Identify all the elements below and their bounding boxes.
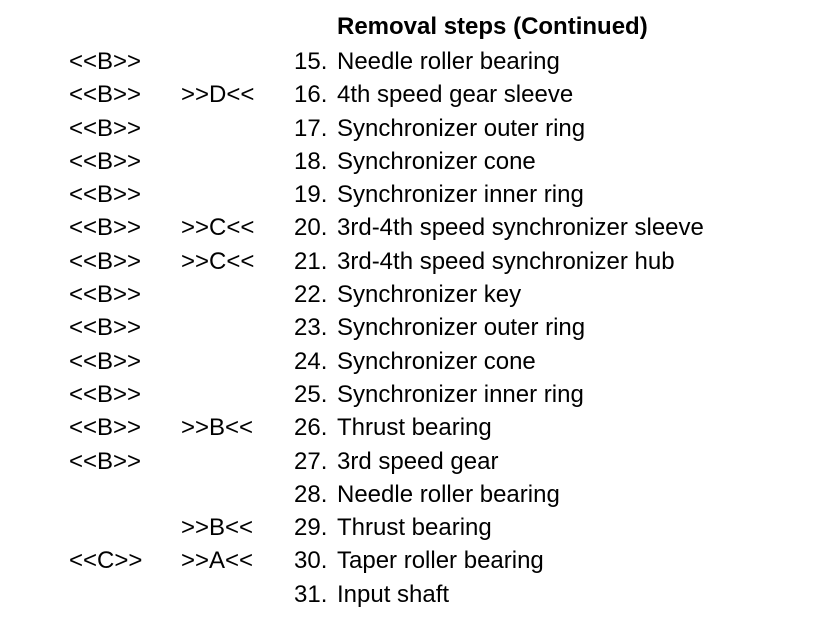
- step-number: 26.: [294, 414, 328, 442]
- step-mark-service: <<B>>: [69, 147, 142, 175]
- step-text: Synchronizer key: [337, 281, 522, 309]
- step-mark-install: >>A<<: [181, 547, 254, 575]
- step-mark-service: <<B>>: [69, 181, 142, 209]
- step-text: Input shaft: [337, 580, 450, 608]
- step-number: 22.: [294, 281, 328, 309]
- step-number: 28.: [294, 480, 328, 508]
- step-number: 24.: [294, 347, 328, 375]
- step-number: 21.: [294, 247, 328, 275]
- step-number: 27.: [294, 447, 328, 475]
- step-number: 31.: [294, 580, 328, 608]
- step-mark-install: >>D<<: [181, 81, 255, 109]
- list-item: <<B>> 27. 3rd speed gear: [0, 445, 816, 478]
- step-mark-service: <<B>>: [69, 314, 142, 342]
- page-title: Removal steps (Continued): [337, 13, 648, 40]
- step-text: Needle roller bearing: [337, 480, 560, 508]
- step-text: 3rd speed gear: [337, 447, 499, 475]
- step-mark-service: <<C>>: [69, 547, 143, 575]
- step-number: 18.: [294, 147, 328, 175]
- step-mark-service: <<B>>: [69, 247, 142, 275]
- step-mark-service: <<B>>: [69, 81, 142, 109]
- step-mark-service: <<B>>: [69, 281, 142, 309]
- list-item: 31. Input shaft: [0, 578, 816, 611]
- step-mark-install: >>C<<: [181, 247, 255, 275]
- step-number: 25.: [294, 380, 328, 408]
- step-mark-service: <<B>>: [69, 447, 142, 475]
- step-text: 3rd-4th speed synchronizer hub: [337, 247, 675, 275]
- step-number: 29.: [294, 514, 328, 542]
- step-text: Synchronizer inner ring: [337, 380, 584, 408]
- step-text: Synchronizer inner ring: [337, 181, 584, 209]
- step-number: 17.: [294, 114, 328, 142]
- steps-list: <<B>> 15. Needle roller bearing <<B>> >>D<< 1…: [0, 45, 816, 611]
- step-mark-service: <<B>>: [69, 48, 142, 75]
- step-text: Needle roller bearing: [337, 48, 560, 75]
- step-number: 30.: [294, 547, 328, 575]
- step-mark-install: >>B<<: [181, 514, 254, 542]
- step-mark-service: <<B>>: [69, 347, 142, 375]
- step-number: 23.: [294, 314, 328, 342]
- step-number: 20.: [294, 214, 328, 242]
- step-number: 15.: [294, 48, 328, 75]
- list-item: <<C>> >>A<< 30. Taper roller bearing: [0, 544, 816, 577]
- list-item: <<B>> 15. Needle roller bearing: [0, 45, 816, 78]
- list-item: <<B>> 22. Synchronizer key: [0, 278, 816, 311]
- step-text: 4th speed gear sleeve: [337, 81, 574, 109]
- list-item: <<B>> >>B<< 26. Thrust bearing: [0, 411, 816, 444]
- list-item: <<B>> 24. Synchronizer cone: [0, 345, 816, 378]
- step-number: 19.: [294, 181, 328, 209]
- list-item: >>B<< 29. Thrust bearing: [0, 511, 816, 544]
- step-number: 16.: [294, 81, 328, 109]
- step-mark-install: >>C<<: [181, 214, 255, 242]
- list-item: <<B>> 23. Synchronizer outer ring: [0, 311, 816, 344]
- step-mark-service: <<B>>: [69, 380, 142, 408]
- step-text: Synchronizer cone: [337, 147, 536, 175]
- step-text: 3rd-4th speed synchronizer sleeve: [337, 214, 704, 242]
- step-text: Thrust bearing: [337, 414, 492, 442]
- list-item: <<B>> 25. Synchronizer inner ring: [0, 378, 816, 411]
- list-item: <<B>> 17. Synchronizer outer ring: [0, 112, 816, 145]
- list-item: <<B>> 19. Synchronizer inner ring: [0, 178, 816, 211]
- step-text: Synchronizer outer ring: [337, 314, 586, 342]
- list-item: <<B>> 18. Synchronizer cone: [0, 145, 816, 178]
- step-mark-service: <<B>>: [69, 214, 142, 242]
- step-text: Thrust bearing: [337, 514, 492, 542]
- step-text: Synchronizer cone: [337, 347, 536, 375]
- step-text: Synchronizer outer ring: [337, 114, 586, 142]
- step-text: Taper roller bearing: [337, 547, 544, 575]
- list-item: <<B>> >>D<< 16. 4th speed gear sleeve: [0, 78, 816, 111]
- step-mark-service: <<B>>: [69, 114, 142, 142]
- step-mark-install: >>B<<: [181, 414, 254, 442]
- list-item: <<B>> >>C<< 20. 3rd-4th speed synchronizer …: [0, 211, 816, 244]
- list-item: <<B>> >>C<< 21. 3rd-4th speed synchronizer …: [0, 245, 816, 278]
- step-mark-service: <<B>>: [69, 414, 142, 442]
- list-item: 28. Needle roller bearing: [0, 478, 816, 511]
